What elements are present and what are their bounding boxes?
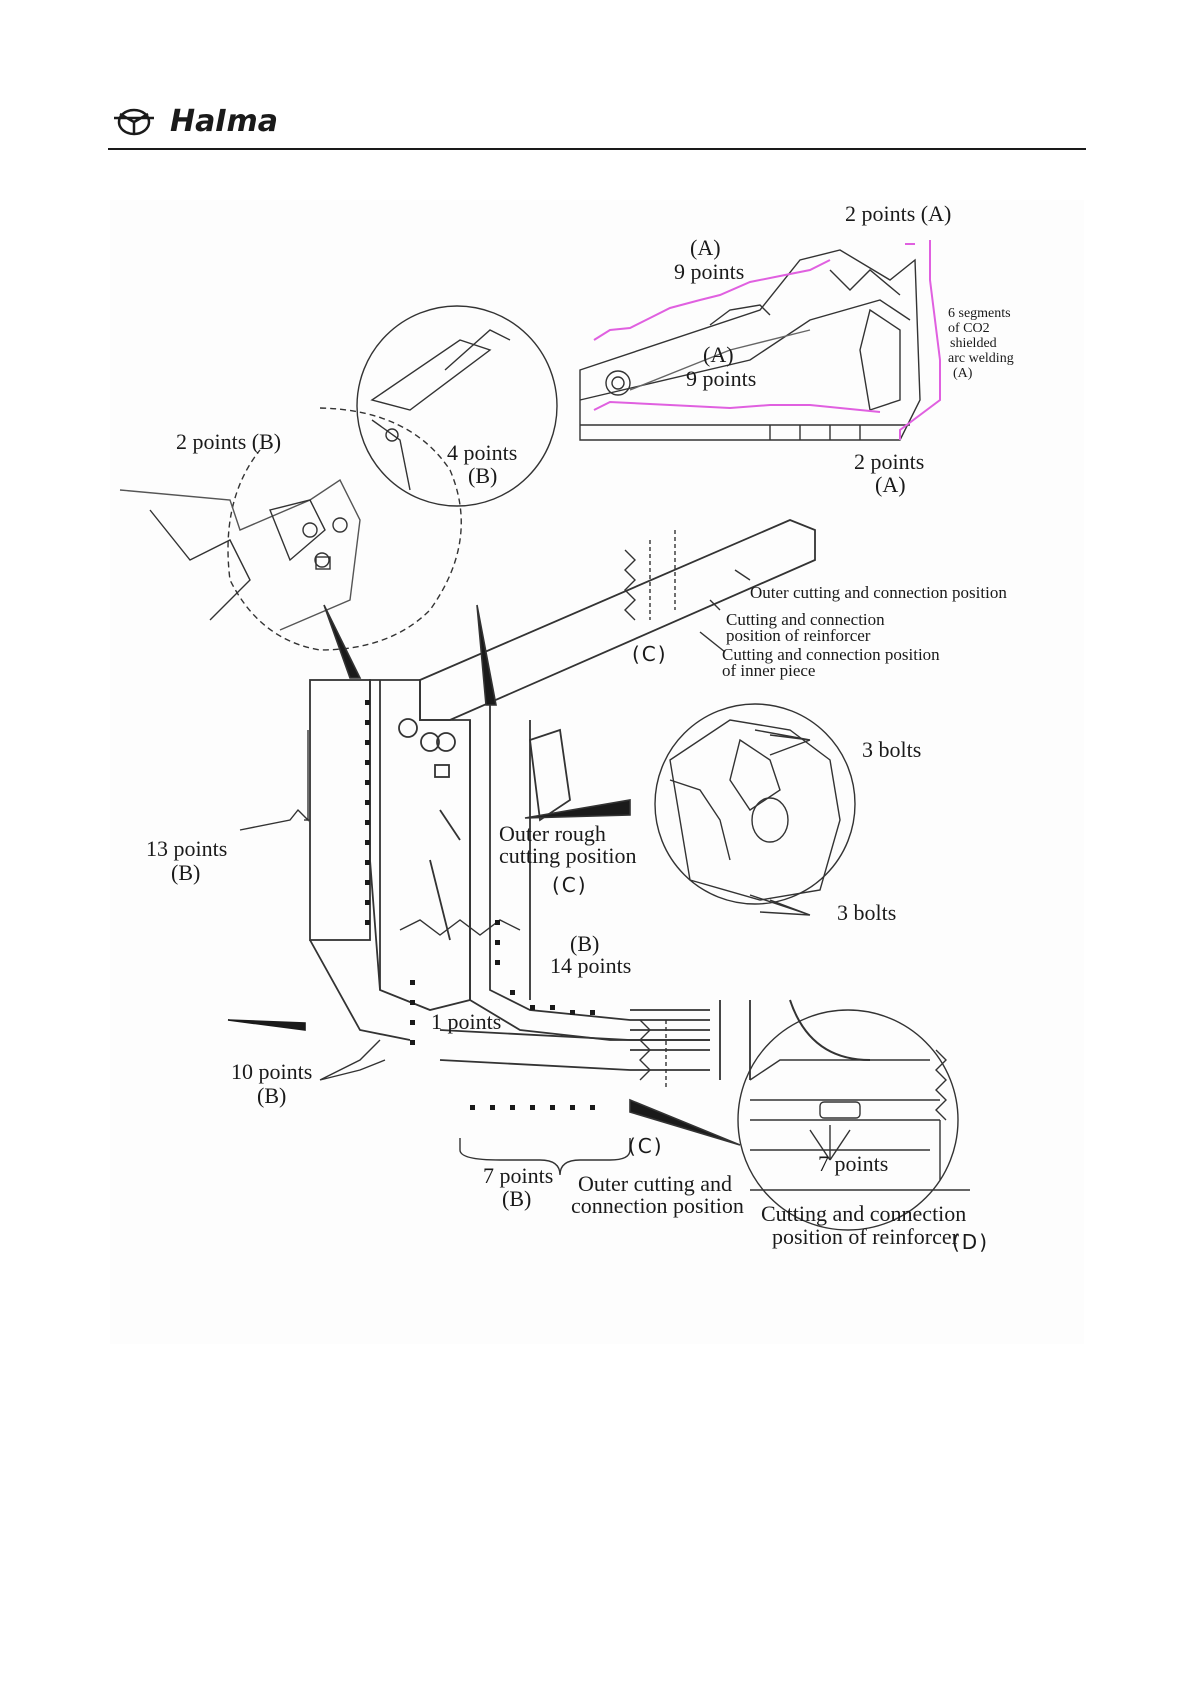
label-2-points-bottom: 2 points xyxy=(854,449,925,474)
label-c-marker-1: (C) xyxy=(632,642,668,666)
label-9-points-mid: 9 points xyxy=(686,366,757,391)
repair-diagram xyxy=(110,200,1084,1344)
label-outer-rough-1: Outer rough xyxy=(499,821,606,846)
label-14-b: (B) xyxy=(570,931,600,956)
label-a-mid: (A) xyxy=(703,342,734,367)
inset-circle-top xyxy=(356,305,558,507)
label-4-points: 4 points xyxy=(447,440,518,465)
label-outer-cutting-bottom-2: connection position xyxy=(571,1193,744,1218)
inset-circle-left xyxy=(119,407,462,651)
label-7-points-left: 7 points xyxy=(483,1163,554,1188)
label-13-points: 13 points xyxy=(146,836,228,861)
inset-circle-bolts xyxy=(654,703,856,905)
label-outer-cutting-bottom-1: Outer cutting and xyxy=(578,1171,732,1196)
label-inner-cut-2: of inner piece xyxy=(722,661,816,680)
label-c-marker-2: (C) xyxy=(552,873,588,897)
label-7-points-right: 7 points xyxy=(818,1151,889,1176)
label-7-b: (B) xyxy=(502,1186,532,1211)
label-10-points: 10 points xyxy=(231,1059,313,1084)
label-10-b: (B) xyxy=(257,1083,287,1108)
label-c-marker-3: (C) xyxy=(628,1134,664,1158)
header-rule xyxy=(108,148,1086,150)
roof-rail-inset xyxy=(579,249,921,441)
label-9-points-top: 9 points xyxy=(674,259,745,284)
label-2-points-b: 2 points (B) xyxy=(176,429,282,454)
label-reinforcer-bottom-1: Cutting and connection xyxy=(761,1201,967,1226)
label-3-bolts-top: 3 bolts xyxy=(862,737,922,762)
label-co2-2: of CO2 xyxy=(948,321,990,336)
label-co2-4: arc welding xyxy=(948,351,1014,366)
label-reinforcer-bottom-2: position of reinforcer xyxy=(772,1224,959,1249)
label-1-points: 1 points xyxy=(431,1009,502,1034)
label-outer-cutting: Outer cutting and connection position xyxy=(750,583,1007,602)
haima-logo: HaIma xyxy=(114,104,278,139)
label-inner-cut-1: Cutting and connection position xyxy=(722,645,940,664)
label-2-points-a-top: 2 points (A) xyxy=(845,201,952,226)
diagram-lines xyxy=(119,240,970,1231)
inset-circle-bottom xyxy=(737,999,959,1231)
label-13-b: (B) xyxy=(171,860,201,885)
label-co2-3: shielded xyxy=(950,336,997,351)
label-reinforcer-cut-1: Cutting and connection xyxy=(726,610,885,629)
label-co2-5: (A) xyxy=(953,366,973,381)
label-co2-1: 6 segments xyxy=(948,306,1011,321)
label-14-points: 14 points xyxy=(550,953,632,978)
label-outer-rough-2: cutting position xyxy=(499,843,637,868)
a-pillar-body xyxy=(309,519,816,1080)
svg-text:HaIma: HaIma xyxy=(170,104,278,139)
label-4-points-b: (B) xyxy=(468,463,498,488)
label-d-marker: (D) xyxy=(952,1230,990,1254)
label-reinforcer-cut-2: position of reinforcer xyxy=(726,626,871,645)
label-3-bolts-bottom: 3 bolts xyxy=(837,900,897,925)
label-2-points-bottom-a: (A) xyxy=(875,472,906,497)
label-a-top: (A) xyxy=(690,235,721,260)
